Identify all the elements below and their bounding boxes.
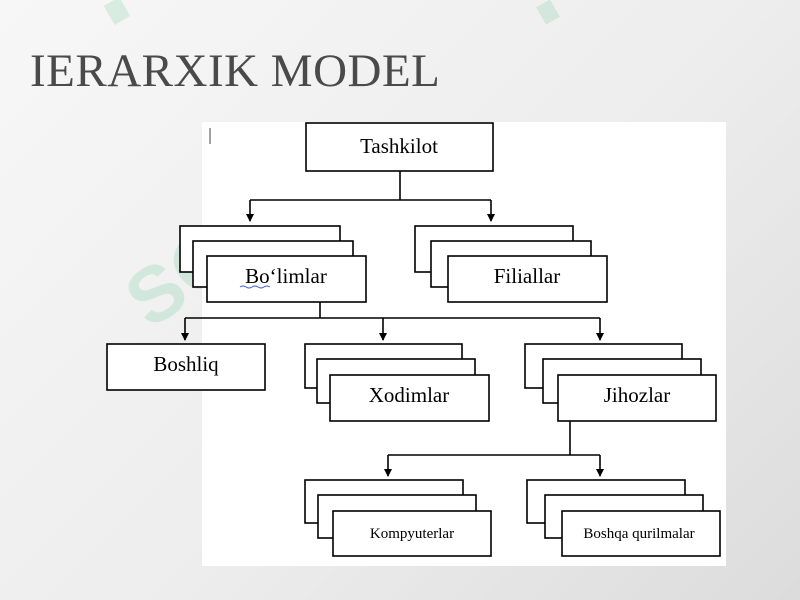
- node-departments: [206, 255, 367, 303]
- node-other-devices-label: Boshqa qurilmalar: [583, 526, 694, 542]
- node-other-devices: [561, 510, 721, 557]
- node-staff: [329, 374, 490, 422]
- node-computers-label: Kompyuterlar: [370, 526, 454, 542]
- node-branches: [447, 255, 608, 303]
- node-computers: [332, 510, 492, 557]
- node-head-label: Boshliq: [153, 352, 219, 376]
- node-equipment-label: Jihozlar: [604, 383, 670, 407]
- node-equipment: [557, 374, 717, 422]
- node-head: [106, 343, 266, 391]
- node-root: [305, 122, 494, 172]
- node-staff-label: Xodimlar: [369, 383, 449, 407]
- node-departments-label: Bo‘limlar: [245, 264, 327, 288]
- node-root-label: Tashkilot: [360, 134, 438, 158]
- slide-title: IERARXIK MODEL: [30, 45, 441, 97]
- node-branches-label: Filiallar: [494, 264, 561, 288]
